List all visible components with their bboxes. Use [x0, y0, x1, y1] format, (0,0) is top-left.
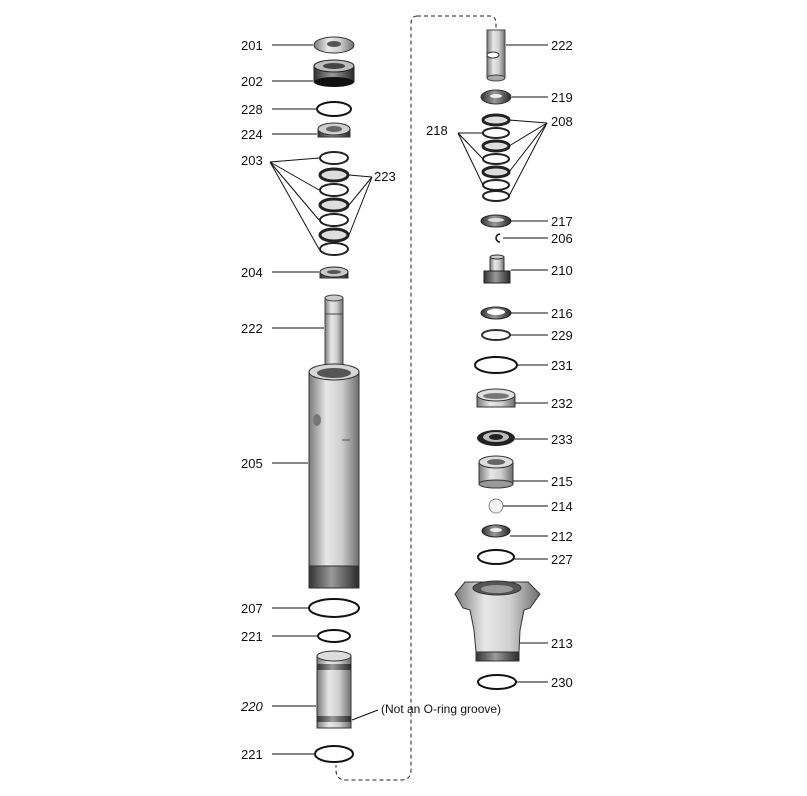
part-221-upper — [317, 629, 351, 643]
part-224 — [317, 122, 351, 138]
label-227: 227 — [551, 552, 573, 567]
part-207 — [308, 598, 360, 618]
part-232 — [476, 388, 516, 408]
part-228 — [316, 101, 352, 117]
label-222-left: 222 — [241, 321, 263, 336]
part-214 — [488, 498, 504, 514]
part-215 — [478, 455, 514, 489]
note-not-o-ring-groove: (Not an O-ring groove) — [381, 702, 501, 716]
part-217 — [480, 214, 512, 228]
right-leaders — [457, 44, 548, 683]
label-205: 205 — [241, 456, 263, 471]
part-212 — [481, 524, 511, 538]
label-203: 203 — [241, 153, 263, 168]
part-227 — [477, 549, 515, 565]
part-220-sleeve — [316, 650, 352, 729]
part-210 — [483, 254, 511, 284]
label-215: 215 — [551, 474, 573, 489]
label-228: 228 — [241, 102, 263, 117]
label-221-upper: 221 — [241, 629, 263, 644]
part-213-housing — [454, 580, 541, 662]
label-222-right: 222 — [551, 38, 573, 53]
label-202: 202 — [241, 74, 263, 89]
left-leaders — [269, 44, 379, 755]
label-220: 220 — [240, 699, 263, 714]
label-219: 219 — [551, 90, 573, 105]
part-230 — [477, 674, 517, 690]
label-207: 207 — [241, 601, 263, 616]
label-208: 208 — [551, 114, 573, 129]
packing-stack-right — [481, 113, 511, 202]
part-206 — [495, 233, 501, 243]
label-213: 213 — [551, 636, 573, 651]
label-224: 224 — [241, 127, 263, 142]
label-204: 204 — [241, 265, 263, 280]
label-201: 201 — [241, 38, 263, 53]
part-221-lower — [314, 745, 354, 763]
part-204 — [319, 266, 349, 279]
part-222-right-rod — [486, 29, 506, 82]
part-216 — [480, 306, 512, 320]
label-229: 229 — [551, 328, 573, 343]
label-210: 210 — [551, 263, 573, 278]
label-206: 206 — [551, 231, 573, 246]
label-218: 218 — [426, 123, 448, 138]
label-217: 217 — [551, 214, 573, 229]
label-212: 212 — [551, 529, 573, 544]
label-221-lower: 221 — [241, 747, 263, 762]
label-233: 233 — [551, 432, 573, 447]
part-231 — [474, 356, 518, 374]
label-223: 223 — [374, 169, 396, 184]
part-205-cylinder — [308, 363, 360, 589]
part-201 — [313, 36, 355, 54]
part-229 — [481, 329, 511, 341]
label-216: 216 — [551, 306, 573, 321]
part-202 — [313, 59, 355, 87]
part-222-left-rod — [324, 294, 344, 371]
packing-stack-left — [318, 151, 350, 256]
dashed-connector — [335, 15, 497, 781]
label-230: 230 — [551, 675, 573, 690]
label-231: 231 — [551, 358, 573, 373]
label-232: 232 — [551, 396, 573, 411]
label-214: 214 — [551, 499, 573, 514]
part-233 — [477, 430, 515, 446]
part-219 — [480, 89, 512, 105]
